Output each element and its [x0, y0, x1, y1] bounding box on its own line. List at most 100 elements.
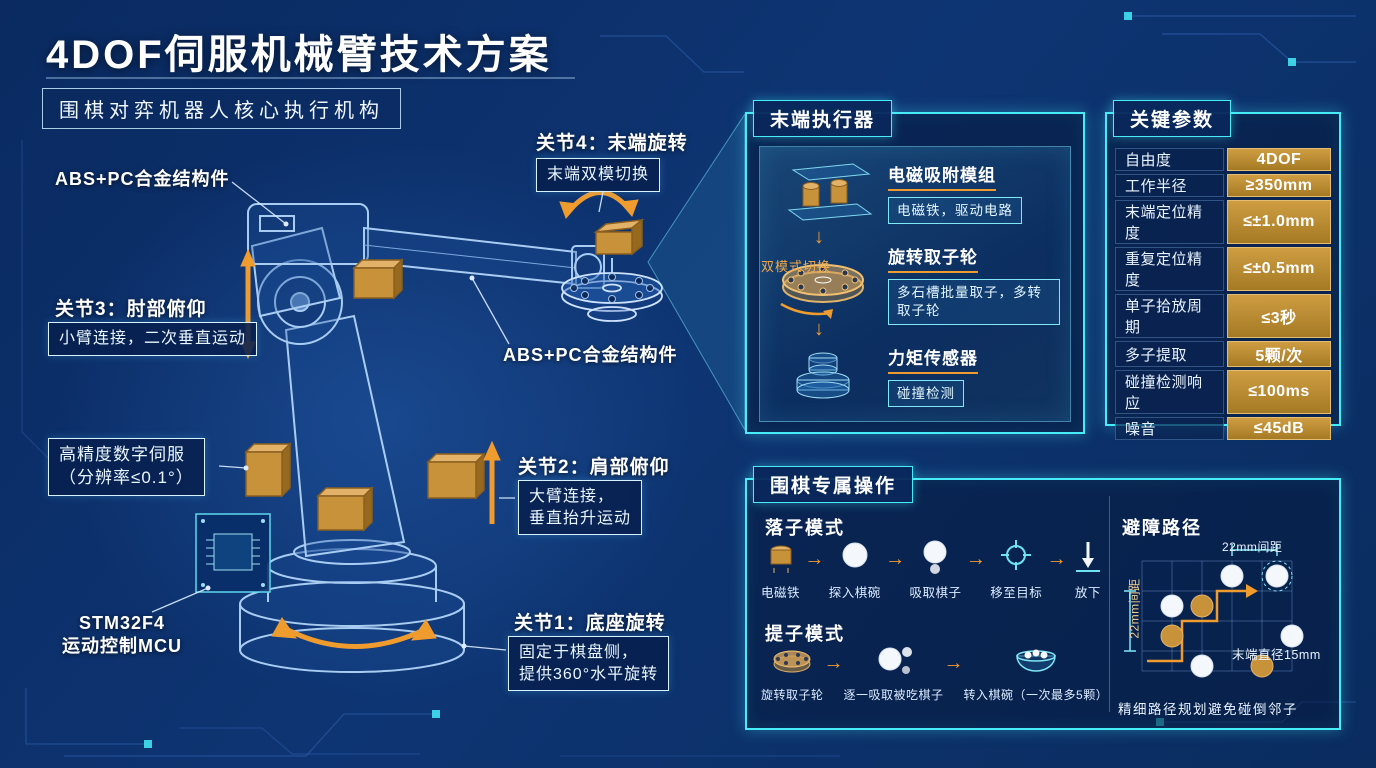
- key-parameters-title: 关键参数: [1113, 100, 1232, 137]
- step-caption: 吸取棋子: [909, 586, 962, 600]
- callout-joint1-title: 关节1：底座旋转: [514, 613, 666, 634]
- avoidance-title: 避障路径: [1122, 518, 1202, 538]
- param-value: ≤±0.5mm: [1227, 247, 1331, 291]
- ee-item-text: 力矩传感器 碰撞检测: [888, 344, 978, 408]
- end-effector-panel-title: 末端执行器: [753, 100, 893, 137]
- param-row: 碰撞检测响应 ≤100ms: [1115, 370, 1331, 414]
- stone-pick-icon: [923, 540, 947, 574]
- param-label: 工作半径: [1115, 174, 1224, 197]
- end-effector-detail: 电磁吸附模组 电磁铁，驱动电路 ↓: [759, 146, 1071, 422]
- end-effector-panel: 末端执行器 双模式切换 电磁吸附模组 电磁铁，驱动电路: [745, 100, 1085, 434]
- electromagnet-module-icon: [770, 157, 876, 229]
- servo-line1: 高精度数字伺服: [59, 445, 185, 464]
- step-caption: 转入棋碗（一次最多5颗）: [963, 688, 1109, 702]
- torque-sensor-icon: [770, 339, 876, 411]
- arrow-right-icon: →: [804, 548, 825, 570]
- step-electromagnet: 电磁铁: [761, 538, 800, 601]
- ee-item-name: 力矩传感器: [888, 344, 978, 374]
- page-title: 4DOF伺服机械臂技术方案: [46, 33, 552, 77]
- mcu-board: [195, 513, 271, 593]
- arrow-down-icon: ↓: [814, 226, 824, 249]
- callout-joint3-title: 关节3：肘部俯仰: [55, 299, 207, 320]
- callout-servo-box: 高精度数字伺服 （分辨率≤0.1°）: [48, 438, 205, 496]
- capture-mode-title: 提子模式: [765, 624, 845, 644]
- step-caption: 探入棋碗: [828, 586, 881, 600]
- param-label: 多子提取: [1115, 341, 1224, 367]
- arrow-right-icon: →: [885, 548, 906, 570]
- spacing-dimension-left-label: 22mm间距: [1127, 578, 1142, 639]
- panel-divider: [1109, 496, 1110, 712]
- move-to-target-icon: [1001, 540, 1032, 570]
- go-operations-panel: 围棋专属操作 落子模式 电磁铁 → 探入棋碗 →: [745, 466, 1341, 730]
- step-move-target: 移至目标: [990, 538, 1042, 601]
- param-label: 单子拾放周期: [1115, 294, 1224, 338]
- param-label: 自由度: [1115, 148, 1224, 171]
- step-caption: 移至目标: [990, 586, 1043, 600]
- step-suck-stones: 逐一吸取被吃棋子: [844, 642, 944, 703]
- joint1-line1: 固定于棋盘侧，: [519, 644, 639, 661]
- param-label: 重复定位精度: [1115, 247, 1224, 291]
- joint2-line1: 大臂连接，: [529, 488, 615, 505]
- capture-mode-steps: 旋转取子轮 → 逐一吸取被吃棋子 → 转入棋碗（一次最多5颗）: [761, 642, 1108, 703]
- step-reach-bowl: 探入棋碗: [829, 538, 881, 601]
- param-row: 末端定位精度 ≤±1.0mm: [1115, 200, 1331, 244]
- place-mode-title: 落子模式: [765, 518, 845, 538]
- param-row: 噪音 ≤45dB: [1115, 417, 1331, 440]
- param-label: 噪音: [1115, 417, 1224, 440]
- arrow-right-icon: →: [1046, 548, 1067, 570]
- electromagnet-icon: [770, 545, 791, 573]
- ee-item-text: 旋转取子轮 多石槽批量取子，多转取子轮: [888, 243, 1060, 325]
- param-row: 单子拾放周期 ≤3秒: [1115, 294, 1331, 338]
- mcu-line2: 运动控制MCU: [62, 636, 182, 657]
- arm-body: [239, 203, 613, 673]
- ee-item-name: 旋转取子轮: [888, 243, 978, 274]
- param-row: 工作半径 ≥350mm: [1115, 174, 1331, 197]
- callout-joint2-box: 大臂连接， 垂直抬升运动: [518, 480, 643, 536]
- magnifier-cone: [647, 112, 746, 432]
- tip-diameter-label: 末端直径15mm: [1232, 648, 1321, 662]
- step-wheel: 旋转取子轮: [761, 642, 824, 703]
- stone-icon: [842, 542, 868, 568]
- callout-joint3-box: 小臂连接，二次垂直运动: [48, 322, 258, 356]
- step-caption: 电磁铁: [761, 586, 801, 600]
- joint2-line2: 垂直抬升运动: [529, 509, 632, 527]
- ee-item-name: 电磁吸附模组: [888, 161, 996, 191]
- param-value: 4DOF: [1227, 148, 1331, 171]
- callout-joint2-title: 关节2：肩部俯仰: [518, 457, 670, 478]
- dual-mode-label: 双模式切换: [761, 259, 832, 274]
- param-row: 重复定位精度 ≤±0.5mm: [1115, 247, 1331, 291]
- mcu-line1: STM32F4: [78, 613, 166, 633]
- param-value: ≤100ms: [1227, 370, 1331, 414]
- callout-abs-top: ABS+PC合金结构件: [55, 169, 230, 189]
- page-subtitle: 围棋对弈机器人核心执行机构: [42, 88, 401, 129]
- step-into-bowl: 转入棋碗（一次最多5颗）: [964, 642, 1109, 703]
- place-mode-steps: 电磁铁 → 探入棋碗 → 吸取棋子 →: [761, 538, 1105, 601]
- callout-mcu: STM32F4 运动控制MCU: [62, 612, 182, 659]
- parameters-table: 自由度 4DOF 工作半径 ≥350mm 末端定位精度 ≤±1.0mm 重复定位…: [1115, 148, 1331, 440]
- arrow-right-icon: →: [965, 548, 986, 570]
- param-value: 5颗/次: [1227, 341, 1331, 367]
- ee-item-desc: 多石槽批量取子，多转取子轮: [888, 279, 1060, 325]
- callout-joint4-title: 关节4：末端旋转: [536, 133, 688, 154]
- ee-item-wheel: 旋转取子轮 多石槽批量取子，多转取子轮: [770, 243, 1060, 325]
- stones-icon: [878, 647, 912, 674]
- ee-item-text: 电磁吸附模组 电磁铁，驱动电路: [888, 161, 1022, 225]
- param-value: ≤45dB: [1227, 417, 1331, 440]
- drop-down-icon: [1075, 542, 1100, 572]
- go-operations-title: 围棋专属操作: [753, 466, 914, 503]
- key-parameters-panel: 关键参数 自由度 4DOF 工作半径 ≥350mm 末端定位精度 ≤±1.0mm…: [1105, 100, 1341, 440]
- param-value: ≤3秒: [1227, 294, 1331, 338]
- arrow-down-icon: ↓: [814, 318, 824, 340]
- spacing-dimension-top-label: 22mm间距: [1222, 540, 1283, 554]
- step-caption: 旋转取子轮: [761, 688, 824, 702]
- stone-bowl-icon: [1016, 649, 1056, 672]
- step-caption: 逐一吸取被吃棋子: [843, 688, 944, 702]
- arrow-right-icon: →: [823, 652, 844, 674]
- ee-item-desc: 电磁铁，驱动电路: [888, 196, 1022, 225]
- ee-item-sensor: 力矩传感器 碰撞检测: [770, 338, 1060, 413]
- arrow-right-icon: →: [943, 652, 964, 674]
- avoidance-note: 精细路径规划避免碰倒邻子: [1118, 702, 1298, 717]
- param-row: 多子提取 5颗/次: [1115, 341, 1331, 367]
- avoidance-path-diagram: [1124, 544, 1304, 678]
